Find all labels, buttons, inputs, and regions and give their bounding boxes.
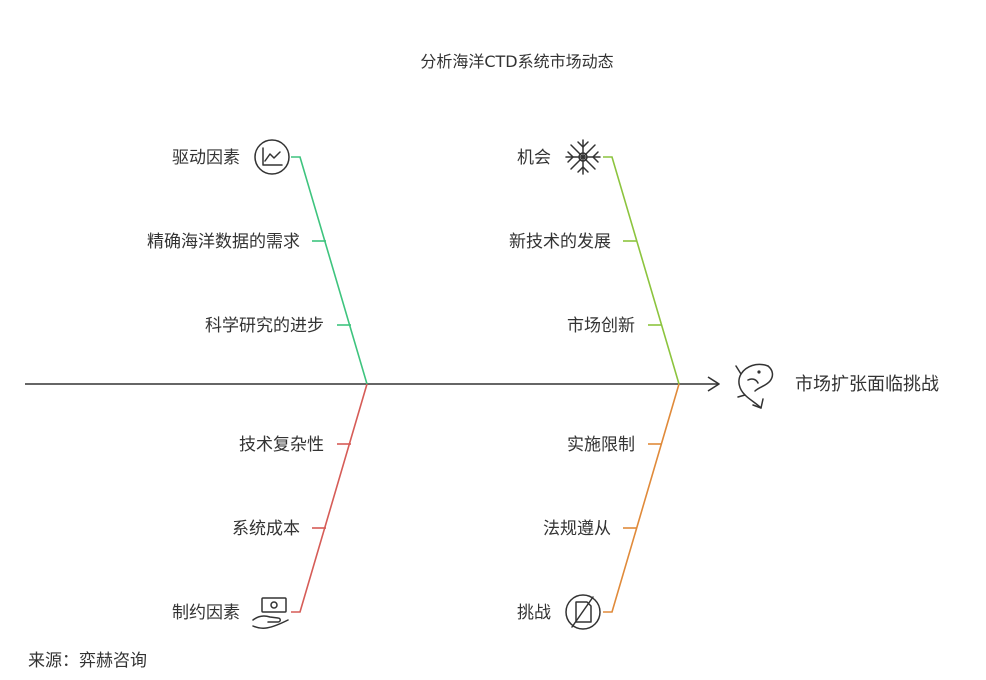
snowflake-icon (565, 139, 601, 175)
cause-label: 法规遵从 (543, 519, 611, 539)
cause-label: 精确海洋数据的需求 (147, 232, 300, 252)
cause-label: 科学研究的进步 (205, 316, 324, 336)
branch-challenges: 实施限制 法规遵从 挑战 (517, 383, 680, 630)
opportunities-bone (603, 156, 680, 385)
category-label-opportunities: 机会 (517, 148, 551, 168)
branch-opportunities: 机会 新技术的发展 市场创新 (509, 139, 680, 385)
effect-label: 市场扩张面临挑战 (795, 374, 939, 395)
spine-arrowhead (707, 376, 720, 392)
cause-label: 实施限制 (567, 435, 635, 455)
challenges-bone (603, 383, 680, 613)
branch-drivers: 驱动因素 精确海洋数据的需求 科学研究的进步 (147, 139, 368, 385)
category-label-challenges: 挑战 (517, 603, 551, 623)
category-label-drivers: 驱动因素 (172, 148, 240, 168)
diagram-title: 分析海洋CTD系统市场动态 (420, 52, 613, 71)
no-document-icon (565, 594, 601, 630)
cause-label: 市场创新 (567, 316, 635, 336)
source-note: 来源：弈赫咨询 (28, 651, 147, 671)
branch-constraints: 技术复杂性 系统成本 制约因素 (172, 383, 368, 629)
cause-label: 新技术的发展 (509, 232, 611, 252)
effect-head: 市场扩张面临挑战 (735, 363, 939, 409)
drivers-bone (291, 156, 368, 385)
category-label-constraints: 制约因素 (172, 603, 240, 623)
cause-label: 技术复杂性 (239, 435, 324, 455)
fish-icon (735, 363, 774, 409)
money-hand-icon (252, 597, 289, 629)
constraints-bone (291, 383, 368, 613)
trend-chart-icon (254, 139, 290, 175)
cause-label: 系统成本 (232, 519, 300, 539)
